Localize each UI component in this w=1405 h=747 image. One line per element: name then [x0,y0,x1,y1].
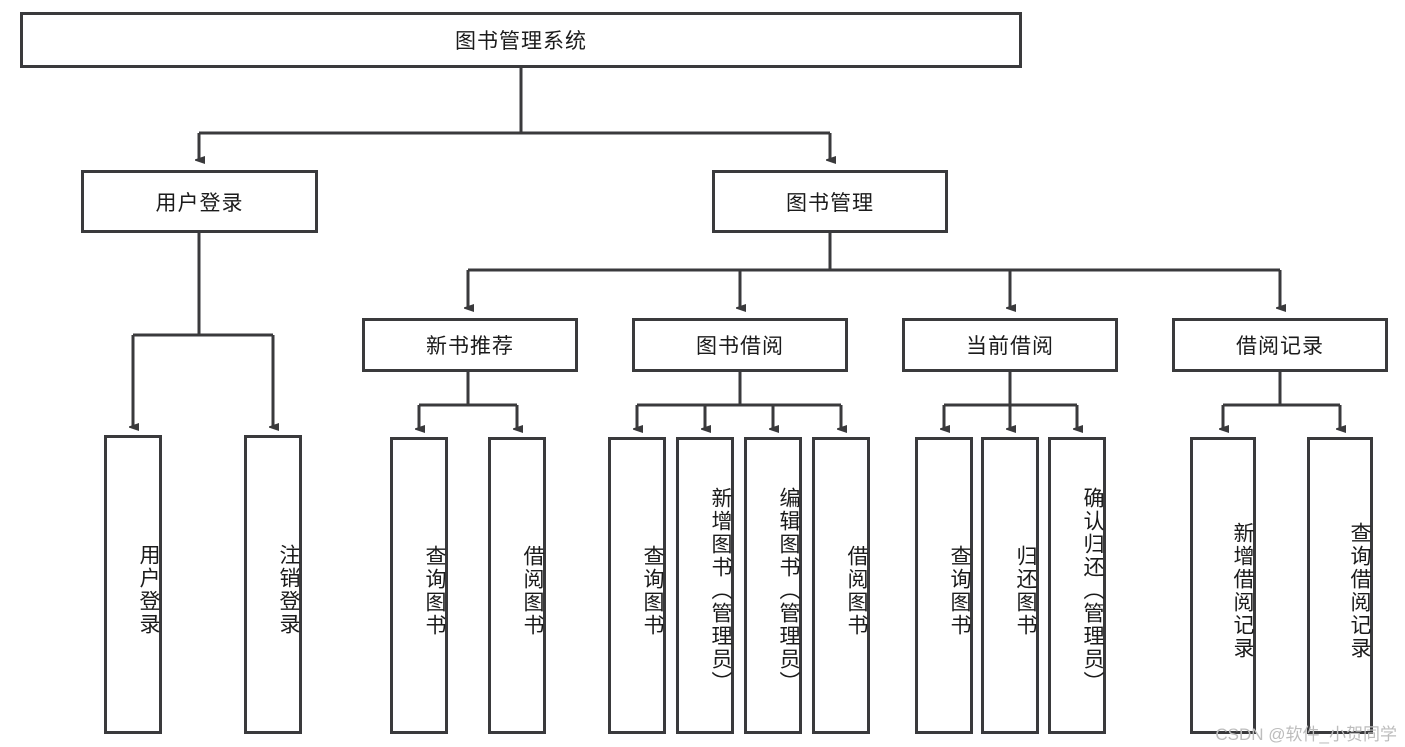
node-root[interactable]: 图书管理系统 [20,12,1022,68]
node-leaf-query-book-2[interactable]: 查询图书 [608,437,666,734]
node-leaf-add-record[interactable]: 新增借阅记录 [1190,437,1256,734]
node-current-borrow[interactable]: 当前借阅 [902,318,1118,372]
node-leaf-query-book-3[interactable]: 查询图书 [915,437,973,734]
node-leaf-user-login[interactable]: 用户登录 [104,435,162,734]
node-book-manage[interactable]: 图书管理 [712,170,948,233]
node-leaf-borrow-book-2[interactable]: 借阅图书 [812,437,870,734]
node-leaf-add-book-label: 新增图书（管理员） [709,487,732,694]
node-leaf-user-login-label: 用户登录 [137,543,160,636]
node-book-manage-label: 图书管理 [786,191,874,215]
node-leaf-query-book-2-label: 查询图书 [641,544,664,637]
node-leaf-return-book-label: 归还图书 [1014,544,1037,637]
node-leaf-logout-login-label: 注销登录 [277,543,300,636]
node-new-book-rec[interactable]: 新书推荐 [362,318,578,372]
node-borrow-record-label: 借阅记录 [1236,335,1324,358]
node-leaf-return-book[interactable]: 归还图书 [981,437,1039,734]
node-leaf-edit-book-label: 编辑图书（管理员） [777,487,800,694]
node-leaf-borrow-book-1[interactable]: 借阅图书 [488,437,546,734]
node-leaf-query-book-1-label: 查询图书 [423,544,446,637]
node-user-login-label: 用户登录 [155,191,244,215]
node-new-book-rec-label: 新书推荐 [426,335,514,358]
node-root-label: 图书管理系统 [455,30,587,53]
node-leaf-query-book-1[interactable]: 查询图书 [390,437,448,734]
node-leaf-borrow-book-2-label: 借阅图书 [845,544,868,637]
watermark: CSDN @软件_小贺同学 [1215,725,1397,744]
node-leaf-add-book[interactable]: 新增图书（管理员） [676,437,734,734]
node-user-login[interactable]: 用户登录 [81,170,318,233]
node-borrow-record[interactable]: 借阅记录 [1172,318,1388,372]
node-leaf-query-book-3-label: 查询图书 [948,544,971,637]
node-leaf-confirm-return[interactable]: 确认归还（管理员） [1048,437,1106,734]
node-book-borrow-label: 图书借阅 [696,335,784,358]
node-leaf-confirm-return-label: 确认归还（管理员） [1081,487,1104,694]
node-leaf-add-record-label: 新增借阅记录 [1231,521,1254,660]
node-book-borrow[interactable]: 图书借阅 [632,318,848,372]
node-leaf-query-record[interactable]: 查询借阅记录 [1307,437,1373,734]
node-leaf-query-record-label: 查询借阅记录 [1348,521,1371,660]
node-leaf-logout-login[interactable]: 注销登录 [244,435,302,734]
node-leaf-borrow-book-1-label: 借阅图书 [521,544,544,637]
node-current-borrow-label: 当前借阅 [966,335,1054,358]
node-leaf-edit-book[interactable]: 编辑图书（管理员） [744,437,802,734]
